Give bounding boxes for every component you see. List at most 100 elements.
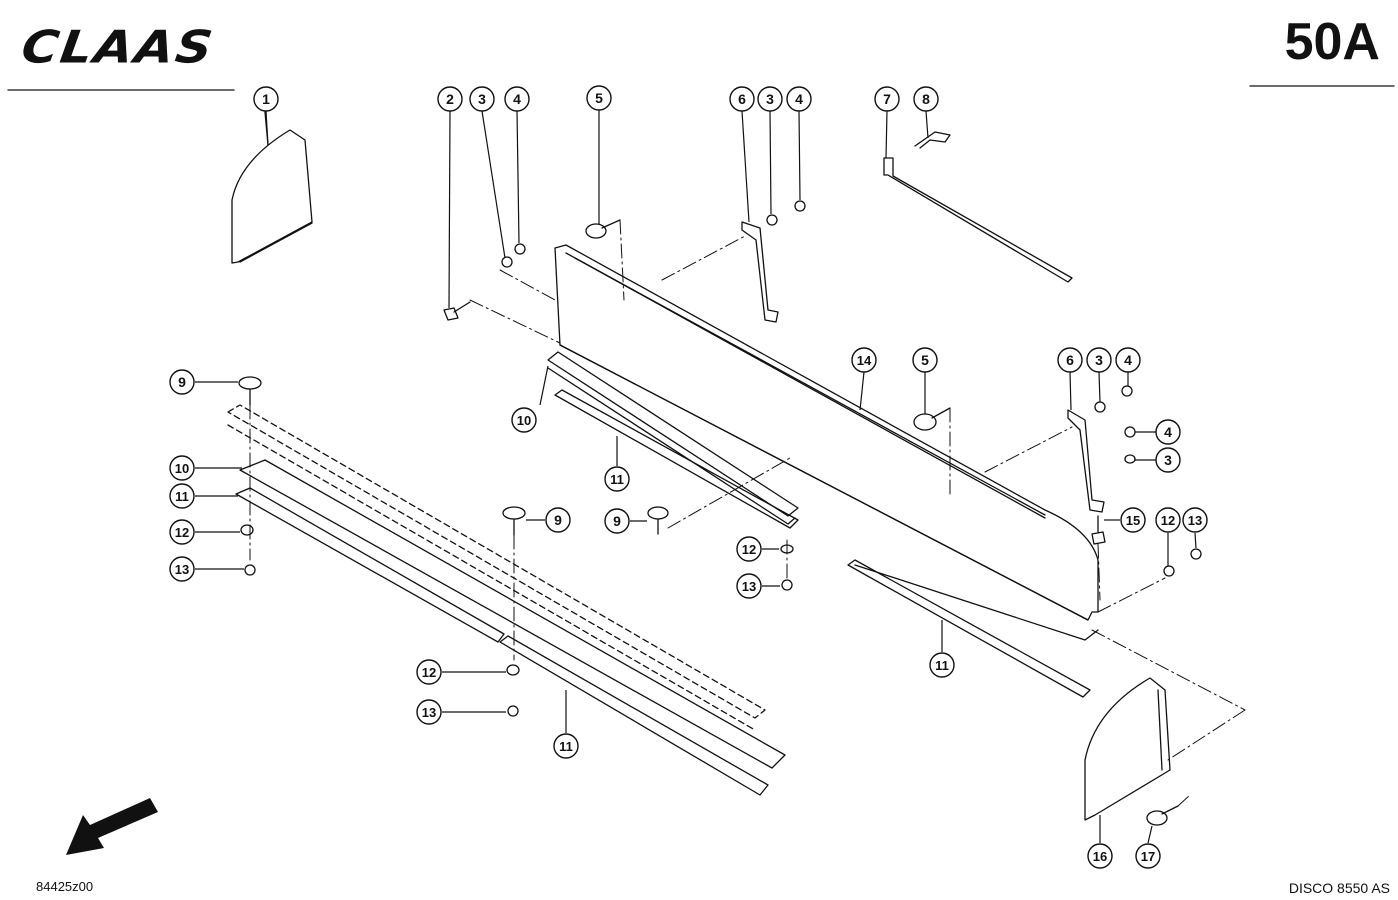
callout-number: 12: [1161, 513, 1175, 528]
callout-circle: [253, 86, 279, 112]
callout-number: 3: [766, 91, 774, 107]
callout-number: 8: [922, 91, 930, 107]
callout-number: 10: [175, 461, 189, 476]
callout-11c: 11: [553, 733, 579, 759]
callout-circle: [736, 573, 762, 599]
callout-12d: 12: [416, 659, 442, 685]
callout-number: 9: [613, 513, 621, 529]
callout-number: 5: [921, 352, 929, 368]
hex-bolt-15: [1091, 515, 1106, 545]
callout-13a: 13: [1182, 507, 1208, 533]
callout-circle: [1115, 347, 1141, 373]
callout-number: 4: [1124, 352, 1132, 368]
side-shield-left: [231, 111, 313, 264]
callout-circle: [912, 347, 938, 373]
callout-3d: 3: [1155, 447, 1181, 473]
carriage-bolt-5b: [913, 407, 951, 431]
callout-circle: [729, 86, 755, 112]
callout-number: 13: [175, 562, 189, 577]
page-number: 50A: [1284, 13, 1380, 71]
callout-number: 1: [262, 91, 270, 107]
side-shield-right: [1084, 677, 1171, 821]
callout-circle: [1135, 843, 1161, 869]
main-guard-panel: [554, 244, 1099, 621]
callout-circle: [1155, 507, 1181, 533]
callout-number: 2: [446, 91, 454, 107]
callout-12b: 12: [169, 519, 195, 545]
callout-number: 12: [422, 665, 436, 680]
callout-12a: 12: [1155, 507, 1181, 533]
callout-circle: [437, 86, 463, 112]
callout-1-top: 1: [253, 86, 279, 112]
carriage-bolt-17: [1146, 805, 1179, 826]
callout-number: 11: [175, 489, 189, 504]
orientation-arrow: [66, 798, 158, 855]
callout-circle: [553, 733, 579, 759]
callout-circle: [1155, 419, 1181, 445]
callout-13b: 13: [169, 556, 195, 582]
callout-number: 6: [738, 91, 746, 107]
dashed-strip-outline: [227, 404, 766, 731]
callout-11a: 11: [604, 466, 630, 492]
callout-number: 11: [610, 472, 624, 487]
callout-circle: [1057, 347, 1083, 373]
callout-number: 3: [478, 91, 486, 107]
callout-number: 4: [795, 91, 803, 107]
callout-number: 9: [554, 512, 562, 528]
callout-number: 10: [517, 413, 531, 428]
callout-circle: [736, 536, 762, 562]
callout-4a: 4: [504, 86, 530, 112]
callout-circle: [1086, 347, 1112, 373]
callout-circle: [604, 508, 630, 534]
callout-circle: [1120, 507, 1146, 533]
callout-circle: [586, 85, 612, 111]
callout-circle: [169, 519, 195, 545]
callout-circle: [913, 86, 939, 112]
callout-9b: 9: [545, 507, 571, 533]
callout-circle: [874, 86, 900, 112]
bracket-6-upper: [741, 221, 779, 323]
callout-number: 4: [1164, 424, 1172, 440]
callout-number: 4: [513, 91, 521, 107]
callout-10a: 10: [511, 407, 537, 433]
callout-10b: 10: [169, 455, 195, 481]
strip-10-upper: [547, 351, 799, 525]
nuts: [244, 200, 1202, 717]
callout-4c: 4: [1115, 347, 1141, 373]
callout-circle: [169, 556, 195, 582]
callout-circle: [1087, 843, 1113, 869]
callout-circle: [416, 699, 442, 725]
carriage-bolt-9c: [647, 506, 669, 535]
callout-circle: [469, 86, 495, 112]
strip-11-right: [847, 559, 1099, 698]
carriage-bolt-9b: [502, 506, 526, 536]
callout-number: 17: [1141, 849, 1155, 864]
callout-12c: 12: [736, 536, 762, 562]
callout-9a: 9: [169, 369, 195, 395]
callout-3b: 3: [757, 86, 783, 112]
callout-7: 7: [874, 86, 900, 112]
callout-circle: [604, 466, 630, 492]
carriage-bolt-5a: [585, 219, 621, 239]
callout-circle: [416, 659, 442, 685]
strip-10-lower: [239, 459, 786, 769]
callout-number: 11: [559, 739, 573, 754]
bracket-6-lower: [1067, 409, 1105, 513]
callout-circle: [504, 86, 530, 112]
callout-5b: 5: [912, 347, 938, 373]
callout-9c: 9: [604, 508, 630, 534]
callout-16: 16: [1087, 843, 1113, 869]
callout-circle: [757, 86, 783, 112]
callout-number: 7: [883, 91, 891, 107]
diagram-code: 84425z00: [36, 879, 94, 894]
callout-11d: 11: [929, 652, 955, 678]
callout-6b: 6: [1057, 347, 1083, 373]
callout-circle: [169, 369, 195, 395]
callout-2: 2: [437, 86, 463, 112]
callout-13d: 13: [416, 699, 442, 725]
callout-4d: 4: [1155, 419, 1181, 445]
callout-number: 12: [742, 542, 756, 557]
callout-number: 6: [1066, 352, 1074, 368]
callout-6a: 6: [729, 86, 755, 112]
washers: [240, 214, 1175, 676]
